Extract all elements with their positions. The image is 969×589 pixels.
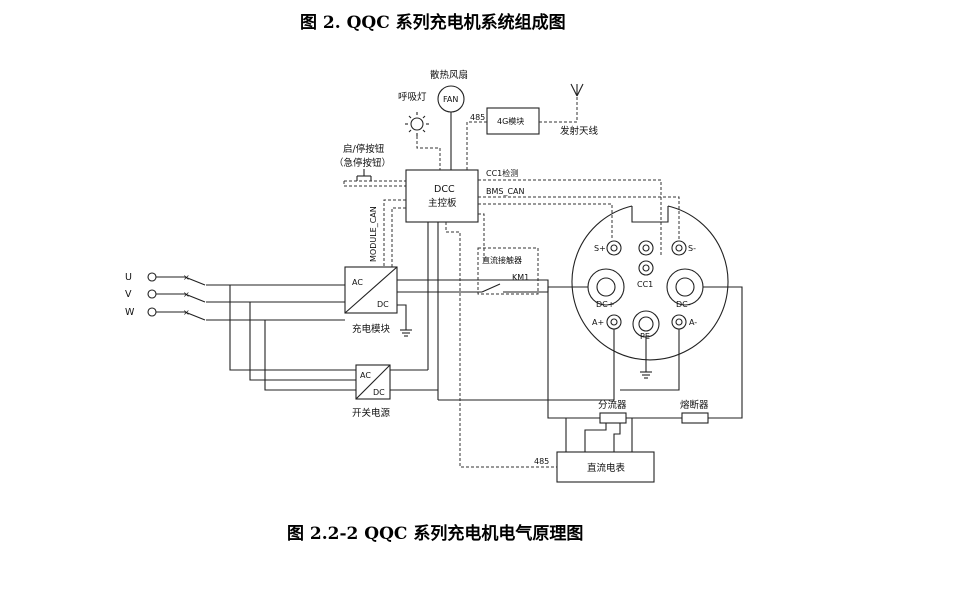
phase-v-label: V [125,289,132,300]
antenna-icon [570,83,584,97]
switch-psu-dc: DC [373,388,385,397]
charge-module-ac: AC [352,278,363,287]
dc-contactor-label: 直流接触器 [482,255,522,265]
cc1-detect-label: CC1检测 [486,168,518,178]
switch-psu-label: 开关电源 [352,407,391,419]
fan-label: 散热风扇 [430,69,468,81]
antenna-label: 发射天线 [560,125,599,137]
pin-cc1: CC1 [637,280,653,289]
emergency-stop-label: （急停按钮） [334,157,391,169]
breath-light-label: 呼吸灯 [398,92,427,103]
svg-text:×: × [183,308,190,317]
phase-w-label: W [125,307,135,318]
ac-input-terminals [147,272,185,317]
svg-text:×: × [183,273,190,282]
switch-psu-ac: AC [360,371,371,380]
svg-text:×: × [183,290,190,299]
bms-can-label: BMS_CAN [486,187,525,196]
breath-light-icon [405,112,429,136]
pin-dc-plus: DC+ [596,300,614,309]
module-4g-box [486,107,540,135]
fan-circle-text: FAN [443,95,458,104]
module-can-label: MODULE_CAN [369,206,378,262]
bus-485-top: 485 [470,113,485,122]
bus-485-bottom: 485 [534,457,549,466]
km1-contact-icon [460,283,548,293]
pin-s-plus: S+ [594,244,606,253]
dcc-board-box [405,169,479,223]
module-4g-label: 4G模块 [497,116,524,126]
pin-a-minus: A- [689,318,697,327]
pin-dc-minus: DC- [676,300,691,309]
dcc-label-2: 主控板 [428,197,457,209]
dc-meter-box [556,451,655,483]
start-stop-button-icon [356,169,372,181]
pe-ground-icon [640,371,652,379]
dc-contactor-box [477,247,539,295]
charging-connector [571,205,729,361]
dc-meter-label: 直流电表 [587,462,626,474]
phase-u-label: U [125,272,132,283]
figure-title: 图 2. QQC 系列充电机系统组成图 [300,13,566,33]
start-stop-label: 启/停按钮 [343,143,385,155]
dcc-label-1: DCC [434,184,455,195]
shunt-icon [599,412,627,424]
fuse-label: 熔断器 [680,399,709,411]
pin-s-minus: S- [688,244,696,253]
charge-module-label: 充电模块 [352,323,391,335]
pin-a-plus: A+ [592,318,604,327]
fuse-icon [681,412,709,424]
charge-module-dc: DC [377,300,389,309]
pin-pe: PE [640,332,650,341]
shunt-label: 分流器 [598,399,627,411]
figure-caption: 图 2.2-2 QQC 系列充电机电气原理图 [287,524,584,544]
ac-breaker-icon: × × × [183,273,345,321]
km1-label: KM1 [512,273,529,282]
ground-icon [400,329,412,337]
